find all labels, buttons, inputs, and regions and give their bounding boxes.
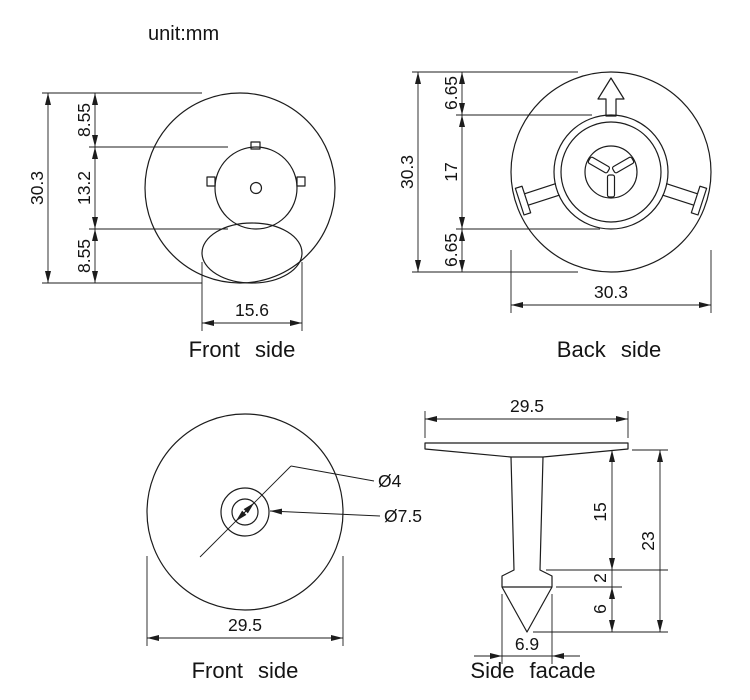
dim-text-overall-height: 30.3 <box>397 155 417 189</box>
dim-text-barb: 2 <box>590 573 610 583</box>
leader-line <box>269 508 381 517</box>
tri-slot <box>587 156 611 174</box>
hub-outer-ring <box>553 114 669 230</box>
tri-slot <box>606 174 616 198</box>
dim-text-seg-mid: 17 <box>441 162 461 181</box>
view-side-facade: 29.5 15 2 6 23 6.9 Side facade <box>424 396 668 683</box>
view-back: 6.65 17 6.65 30.3 30.3 Back side <box>397 71 712 362</box>
unit-label: unit:mm <box>148 23 219 45</box>
dim-text-hole-diameter: Ø4 <box>378 471 402 491</box>
view-front-top: 8.55 13.2 8.55 30.3 15.6 Front side <box>27 92 336 362</box>
leg-left <box>514 183 560 216</box>
tri-slot <box>611 156 635 174</box>
view-label-front-bottom: Front side <box>192 658 299 683</box>
left-nub <box>206 176 216 187</box>
dim-text-seg-bottom: 6.65 <box>441 233 461 267</box>
button-circle <box>214 146 298 230</box>
view-label-side: Side facade <box>470 658 595 683</box>
top-nub <box>250 141 261 150</box>
tag-outer-disc <box>510 71 712 273</box>
leg-right <box>662 183 708 216</box>
dim-text-seg-top: 6.65 <box>441 76 461 110</box>
view-label-back: Back side <box>557 337 661 362</box>
dim-text-cap-width: 29.5 <box>510 396 544 416</box>
dim-text-seg-bottom: 8.55 <box>74 239 94 273</box>
tag-outer-disc <box>146 413 344 611</box>
dim-text-width: 29.5 <box>228 615 262 635</box>
dim-text-stem-length: 15 <box>590 502 610 521</box>
view-front-bottom: Ø4 Ø7.5 29.5 Front side <box>146 413 422 683</box>
dim-text-seg-top: 8.55 <box>74 103 94 137</box>
dim-text-seg-mid: 13.2 <box>74 171 94 205</box>
dim-text-ellipse-width: 15.6 <box>235 300 269 320</box>
leader-line <box>290 465 375 482</box>
dim-text-overall-height: 30.3 <box>27 171 47 205</box>
orientation-arrow-icon <box>597 77 625 117</box>
center-pin-dot <box>249 181 263 195</box>
tag-outer-disc <box>144 92 336 284</box>
dim-text-overall-height: 23 <box>638 531 658 550</box>
dim-text-width: 30.3 <box>594 282 628 302</box>
dim-text-tip: 6 <box>590 604 610 614</box>
dim-text-boss-diameter: Ø7.5 <box>384 506 422 526</box>
hub-inner-ring <box>560 121 662 223</box>
right-nub <box>296 176 306 187</box>
diameter-arrow <box>243 502 255 514</box>
view-label-front-top: Front side <box>189 337 296 362</box>
hub-center-circle <box>584 145 638 199</box>
dim-text-tip-width: 6.9 <box>515 634 539 654</box>
diameter-arrow <box>235 510 247 522</box>
lower-ellipse-feature <box>201 222 303 284</box>
center-boss-circle <box>220 487 270 537</box>
center-hole-circle <box>231 498 259 526</box>
spike-profile <box>501 456 553 633</box>
